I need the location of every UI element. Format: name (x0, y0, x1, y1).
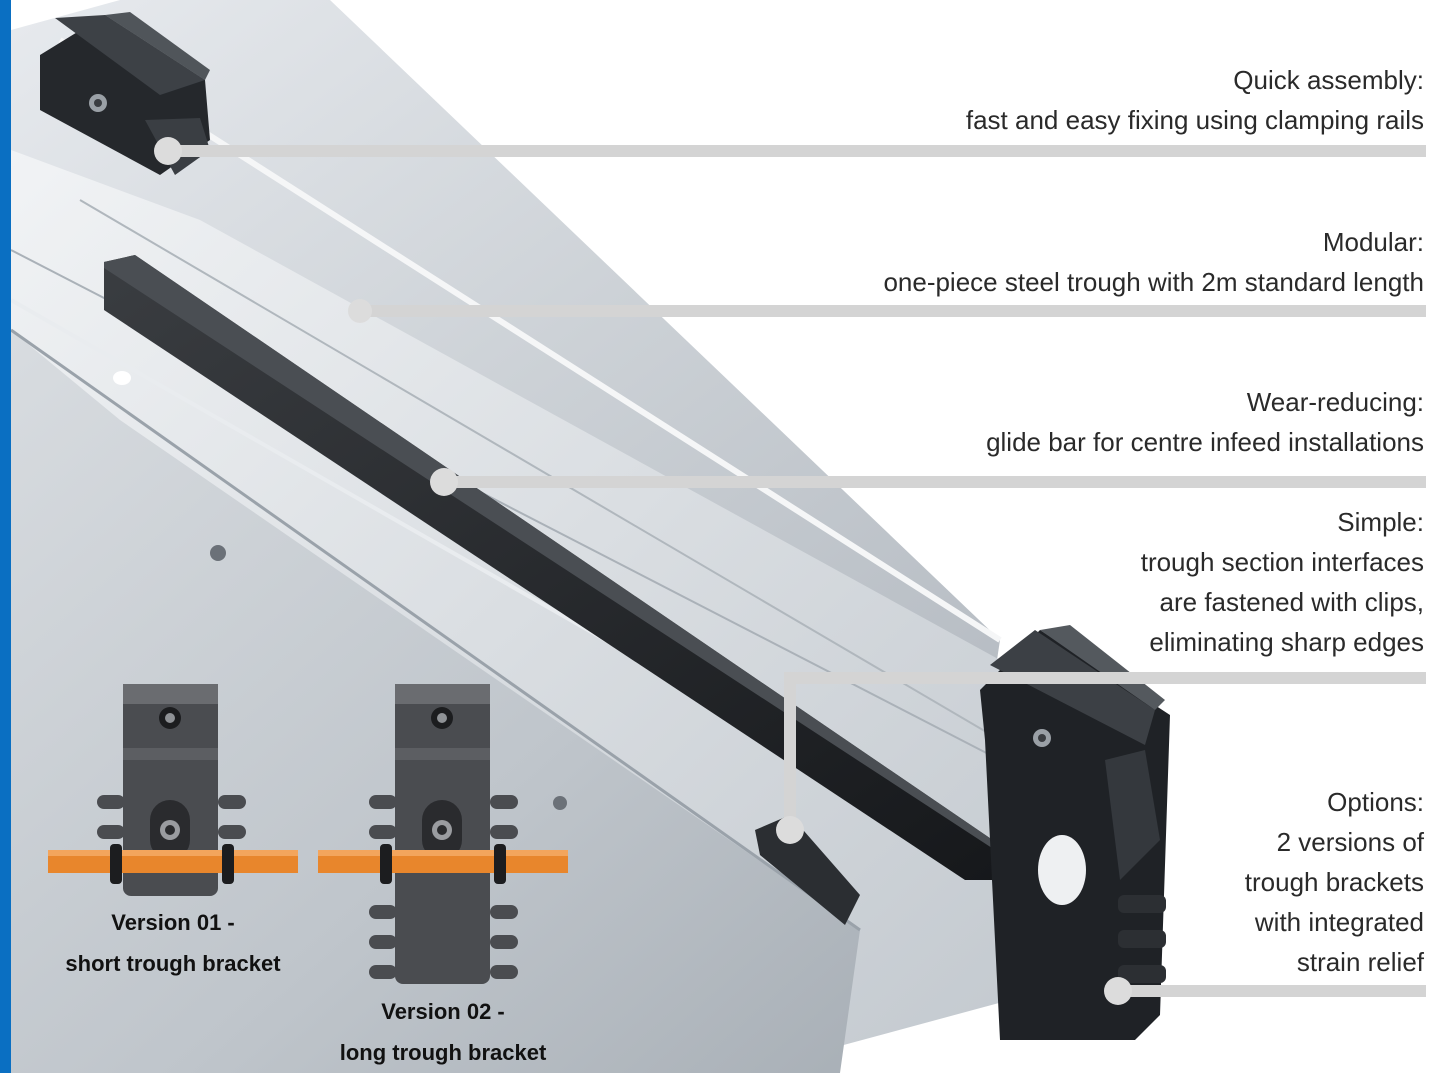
callout-line: glide bar for centre infeed installation… (986, 427, 1424, 457)
bracket-version-02 (318, 684, 568, 984)
callout-line: 2 versions of (1276, 827, 1424, 857)
accent-bar (0, 0, 11, 1073)
callout-heading: Modular: (1322, 227, 1424, 257)
callout-wear-reducing: Wear-reducing: glide bar for centre infe… (986, 382, 1424, 462)
callout-line: one-piece steel trough with 2m standard … (883, 267, 1424, 297)
callout-heading: Options: (1327, 787, 1424, 817)
caption-title: Version 02 - (381, 999, 505, 1024)
callout-modular: Modular: one-piece steel trough with 2m … (883, 222, 1424, 302)
callout-line: are fastened with clips, (1159, 587, 1424, 617)
callout-line: with integrated (1254, 907, 1424, 937)
callout-line: fast and easy fixing using clamping rail… (965, 105, 1424, 135)
bracket-version-01 (48, 684, 298, 896)
caption-subtitle: long trough bracket (339, 1040, 547, 1065)
callout-options: Options: 2 versions of trough brackets w… (1245, 782, 1424, 982)
callout-line: strain relief (1296, 947, 1424, 977)
clamping-rail-end (980, 625, 1170, 1040)
callout-quick-assembly: Quick assembly: fast and easy fixing usi… (966, 60, 1424, 140)
callout-simple: Simple: trough section interfaces are fa… (1141, 502, 1424, 662)
caption-version-02: Version 02 - long trough bracket (318, 991, 568, 1073)
callout-line: trough section interfaces (1140, 547, 1424, 577)
callout-heading: Wear-reducing: (1246, 387, 1424, 417)
interface-clip (755, 815, 860, 925)
leader-lines (154, 137, 1426, 1005)
caption-version-01: Version 01 - short trough bracket (48, 902, 298, 984)
callout-line: eliminating sharp edges (1149, 627, 1424, 657)
callout-heading: Quick assembly: (1233, 65, 1424, 95)
caption-subtitle: short trough bracket (65, 951, 281, 976)
caption-title: Version 01 - (111, 910, 235, 935)
callout-heading: Simple: (1337, 507, 1424, 537)
callout-line: trough brackets (1244, 867, 1424, 897)
